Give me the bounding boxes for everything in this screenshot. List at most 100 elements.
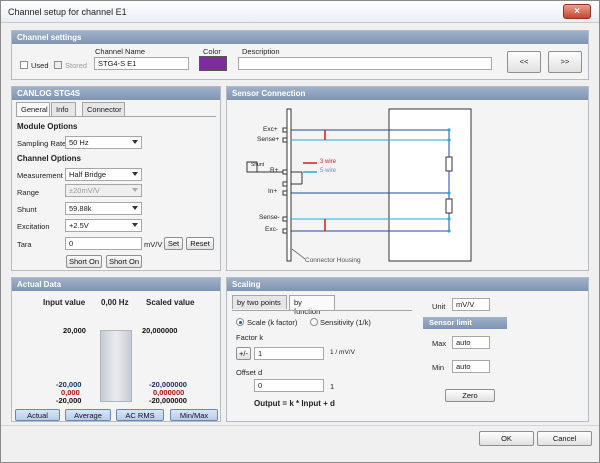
max-label: Max — [432, 339, 447, 348]
pin-sense-minus — [282, 216, 288, 222]
pin-label-in-plus: In+ — [268, 188, 278, 195]
scaled-value-label: Scaled value — [146, 298, 195, 307]
offset-d-label: Offset d — [236, 368, 263, 377]
max-input[interactable]: auto — [452, 336, 490, 349]
factor-k-label: Factor k — [236, 333, 264, 342]
value-bar — [100, 330, 132, 402]
min-input[interactable]: auto — [452, 360, 490, 373]
sensor-box — [388, 108, 472, 262]
junction-dot — [447, 128, 451, 132]
connector-housing-label: Connector Housing — [305, 257, 361, 264]
excitation-select[interactable]: +2.5V — [65, 219, 142, 232]
tab-info[interactable]: Info — [51, 102, 76, 116]
min-max-button[interactable]: Min/Max — [170, 409, 218, 421]
input-top-value: 20,000 — [63, 326, 86, 335]
tara-unit: mV/V — [144, 240, 163, 249]
range-value: ±20mV/V — [69, 186, 100, 195]
stored-checkbox[interactable] — [54, 61, 62, 69]
shunt-select[interactable]: 59.88k — [65, 202, 142, 215]
canlog-header: CANLOG STG4S — [12, 87, 220, 100]
close-button[interactable]: × — [563, 4, 591, 19]
actual-button[interactable]: Actual — [15, 409, 60, 421]
pin-label-exc-plus: Exc+ — [263, 126, 278, 133]
canlog-panel: CANLOG STG4S General Info Connector Modu… — [11, 86, 221, 271]
pin-label-exc-minus: Exc- — [265, 226, 278, 233]
input-current-value: 0,000 — [61, 388, 80, 397]
scaled-bottom-value: -20,000000 — [149, 396, 187, 405]
tab-connector[interactable]: Connector — [82, 102, 125, 116]
chevron-down-icon — [132, 223, 138, 227]
excitation-value: +2.5V — [69, 221, 89, 230]
description-input[interactable] — [238, 57, 492, 70]
channel-name-input[interactable]: STG4-S E1 — [94, 57, 189, 70]
short-on-button-2[interactable]: Short On — [106, 255, 142, 268]
pin-in-plus — [282, 190, 288, 196]
tara-input[interactable]: 0 — [65, 237, 142, 250]
sampling-rate-label: Sampling Rate — [17, 139, 67, 148]
tara-set-button[interactable]: Set — [164, 237, 183, 250]
junction-dot — [447, 191, 451, 195]
next-channel-button[interactable]: >> — [548, 51, 582, 73]
footer-divider — [1, 425, 599, 426]
ac-rms-button[interactable]: AC RMS — [116, 409, 164, 421]
unit-label: Unit — [432, 302, 446, 311]
color-swatch[interactable] — [199, 56, 227, 71]
tab-by-two-points[interactable]: by two points — [232, 295, 287, 309]
previous-channel-button[interactable]: << — [507, 51, 541, 73]
input-min-value: -20,000 — [56, 380, 82, 389]
resistor-lower — [445, 198, 453, 214]
module-options-heading: Module Options — [17, 122, 78, 131]
factor-k-unit: 1 / mV/V — [330, 349, 355, 356]
title-bar: Channel setup for channel E1 × — [1, 1, 599, 23]
channel-options-heading: Channel Options — [17, 154, 81, 163]
chevron-down-icon — [132, 206, 138, 210]
used-checkbox[interactable] — [20, 61, 28, 69]
measurement-select[interactable]: Half Bridge — [65, 168, 142, 181]
stored-label: Stored — [65, 61, 88, 70]
zero-button[interactable]: Zero — [445, 389, 495, 402]
unit-input[interactable]: mV/V — [452, 298, 490, 311]
offset-d-input[interactable]: 0 — [254, 379, 324, 392]
measurement-value: Half Bridge — [69, 170, 107, 179]
chevron-down-icon — [132, 172, 138, 176]
used-label: Used — [31, 61, 49, 70]
chevron-down-icon — [132, 188, 138, 192]
scale-k-radio[interactable] — [236, 318, 244, 326]
tab-by-function[interactable]: by function — [289, 295, 335, 316]
tara-reset-button[interactable]: Reset — [186, 237, 214, 250]
sensitivity-label: Sensitivity (1/k) — [320, 318, 371, 327]
scaling-formula: Output = k * Input + d — [254, 399, 335, 408]
scale-k-label: Scale (k factor) — [247, 318, 298, 327]
window-title: Channel setup for channel E1 — [8, 7, 127, 17]
junction-dot — [447, 229, 451, 233]
color-label: Color — [203, 47, 221, 56]
actual-data-panel: Actual Data Input value 0,00 Hz Scaled v… — [11, 277, 221, 422]
excitation-label: Excitation — [17, 222, 50, 231]
sampling-rate-select[interactable]: 50 Hz — [65, 136, 142, 149]
cancel-button[interactable]: Cancel — [537, 431, 592, 446]
chevron-down-icon — [132, 140, 138, 144]
description-label: Description — [242, 47, 280, 56]
shunt-loop — [246, 161, 283, 173]
factor-k-input[interactable]: 1 — [254, 347, 324, 360]
connector-housing — [286, 108, 292, 262]
tab-divider — [16, 116, 216, 117]
average-button[interactable]: Average — [65, 409, 111, 421]
pin-sense-plus — [282, 137, 288, 143]
range-select: ±20mV/V — [65, 184, 142, 197]
sensitivity-radio[interactable] — [310, 318, 318, 326]
scaling-panel: Scaling by two points by function Scale … — [226, 277, 589, 422]
legend-5wire-label: 5 wire — [320, 168, 337, 174]
tab-general[interactable]: General — [16, 102, 50, 117]
ok-button[interactable]: OK — [479, 431, 534, 446]
pin-label-shunt: Shunt — [251, 162, 265, 168]
pin-exc-plus — [282, 127, 288, 133]
shunt-label: Shunt — [17, 205, 37, 214]
housing-pointer — [291, 248, 306, 260]
actual-data-header: Actual Data — [12, 278, 220, 291]
channel-settings-header: Channel settings — [12, 31, 588, 44]
pin-shunt — [282, 169, 288, 175]
short-on-button-1[interactable]: Short On — [66, 255, 102, 268]
sign-toggle-button[interactable]: +/- — [236, 347, 251, 360]
